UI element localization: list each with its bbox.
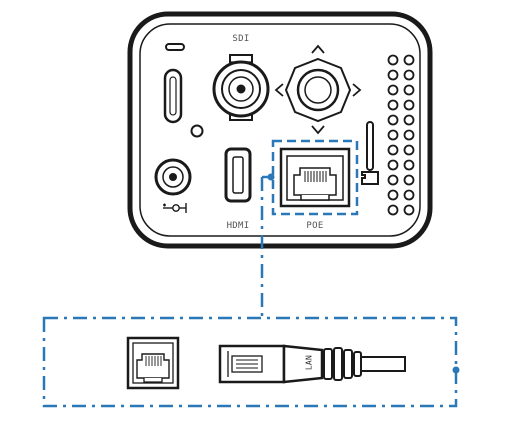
microphone-slot-icon: [163, 68, 183, 124]
power-jack-pin: [169, 173, 177, 181]
rj45-socket-contacts: [145, 356, 162, 366]
power-jack-ring: [162, 166, 184, 188]
joystick-arrows: [274, 44, 362, 135]
lan-cable-plug-icon: [218, 344, 406, 384]
poe-ethernet-port-icon: [279, 147, 351, 208]
arrow-down-icon: [311, 125, 325, 135]
poe-port-contacts: [304, 171, 327, 182]
arrow-left-icon: [274, 83, 284, 97]
status-led-icon: [165, 43, 185, 51]
callout-dot-right: [452, 366, 460, 374]
card-slot-icon: [366, 121, 374, 171]
camera-body-outer: [127, 11, 433, 249]
ventilation-holes: [387, 54, 415, 216]
joystick-control-icon: [284, 57, 352, 123]
camera-body-inner: [139, 23, 421, 237]
reset-hole-icon: [190, 124, 204, 138]
arrow-right-icon: [352, 83, 362, 97]
arrow-up-icon: [311, 44, 325, 54]
rj45-socket-icon: [126, 336, 180, 390]
hdmi-port-icon: [224, 147, 252, 203]
power-symbol-icon: [163, 203, 187, 213]
microphone-slot-inner: [169, 76, 177, 116]
poe-highlight-box: [271, 139, 359, 216]
micro-sd-icon: [361, 171, 379, 185]
callout-dot-top: [267, 173, 275, 181]
detail-box: [42, 316, 458, 408]
sdi-connector-icon: [212, 54, 270, 121]
